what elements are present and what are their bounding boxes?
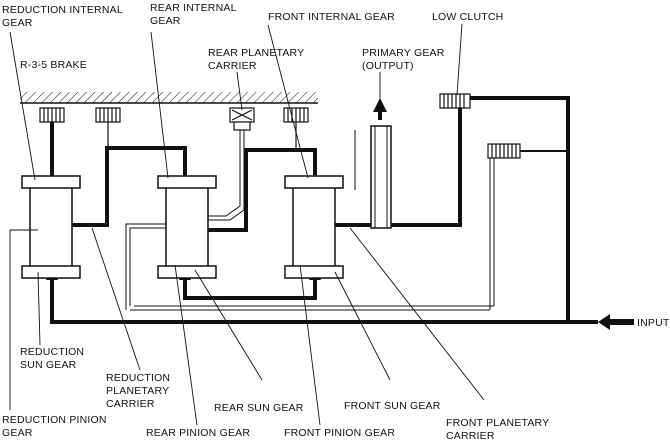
r35-brake [39,107,65,123]
label-reduction-internal-gear: REDUCTION INTERNAL GEAR [2,4,126,29]
label-front-pinion-gear: FRONT PINION GEAR [284,427,395,439]
primary-gear-output-drum [370,125,392,229]
power-flow-path [50,96,598,324]
front-internal-gear-brake [283,107,309,148]
rear-internal-gear-brake [95,107,121,146]
low-clutch [439,93,471,109]
rear-planetary-set [157,175,217,279]
thin-shafts [125,130,495,311]
label-input: INPUT [637,317,670,329]
label-rear-sun-gear: REAR SUN GEAR [214,402,304,414]
front-planetary-carrier-clutch [487,143,568,159]
output-arrow [373,98,387,112]
label-rear-pinion-gear: REAR PINION GEAR [146,427,250,439]
rear-planetary-carrier-one-way-clutch [229,107,255,131]
label-primary-gear: PRIMARY GEAR (OUTPUT) [362,47,448,72]
transmission-case [20,92,318,104]
label-rear-planetary-carrier: REAR PLANETARY CARRIER [208,47,307,72]
label-reduction-sun-gear: REDUCTION SUN GEAR [20,346,87,371]
input-arrow [598,314,634,330]
label-r35-brake: R-3-5 BRAKE [20,59,87,71]
front-planetary-set [284,175,344,279]
label-reduction-pinion-gear: REDUCTION PINION GEAR [2,414,110,439]
label-front-internal-gear: FRONT INTERNAL GEAR [268,11,395,23]
label-low-clutch: LOW CLUTCH [432,11,503,23]
label-front-planetary-carrier: FRONT PLANETARY CARRIER [446,417,552,442]
leader-lines [9,23,485,426]
reduction-planetary-set [21,175,81,279]
label-rear-internal-gear: REAR INTERNAL GEAR [150,2,239,27]
label-front-sun-gear: FRONT SUN GEAR [344,400,441,412]
label-reduction-planetary-carrier: REDUCTION PLANETARY CARRIER [106,372,173,410]
